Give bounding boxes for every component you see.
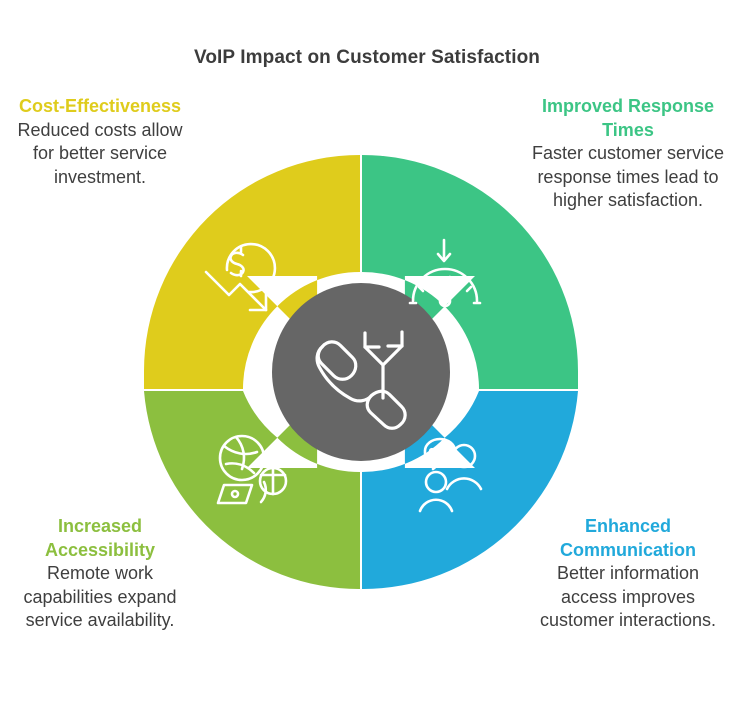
page-title: VoIP Impact on Customer Satisfaction (193, 47, 541, 68)
quadrant-body-cost-effectiveness: Reduced costs allow for better service i… (17, 119, 183, 187)
quadrant-heading-increased-accessibility: Increased Accessibility (44, 516, 156, 560)
quadrant-body-enhanced-communication: Better information access improves custo… (539, 563, 717, 630)
quadrant-body-improved-response-times: Faster customer service response times l… (531, 143, 725, 210)
quadrant-label-enhanced-communication: Enhanced Communication Better informatio… (530, 515, 726, 633)
quadrant-heading-cost-effectiveness: Cost-Effectiveness (18, 96, 182, 116)
quadrant-heading-improved-response-times: Improved Response Times (541, 96, 715, 140)
dollar-cost-down-icon (204, 242, 277, 312)
cycle-wheel-diagram: [data-name="ring-segments"] { display: n… (144, 155, 578, 589)
quadrant-label-improved-response-times: Improved Response Times Faster customer … (530, 95, 726, 213)
quadrant-label-cost-effectiveness: Cost-Effectiveness Reduced costs allow f… (8, 95, 192, 189)
quadrant-heading-enhanced-communication: Enhanced Communication (559, 516, 696, 560)
center-circle[interactable] (272, 283, 450, 461)
quadrant-label-increased-accessibility: Increased Accessibility Remote work capa… (8, 515, 192, 633)
voip-call-routing-icon (315, 330, 407, 430)
people-chat-icon (418, 437, 483, 513)
quadrant-body-increased-accessibility: Remote work capabilities expand service … (23, 563, 177, 630)
globe-remote-work-icon (216, 434, 288, 505)
speedometer-icon (408, 238, 482, 308)
